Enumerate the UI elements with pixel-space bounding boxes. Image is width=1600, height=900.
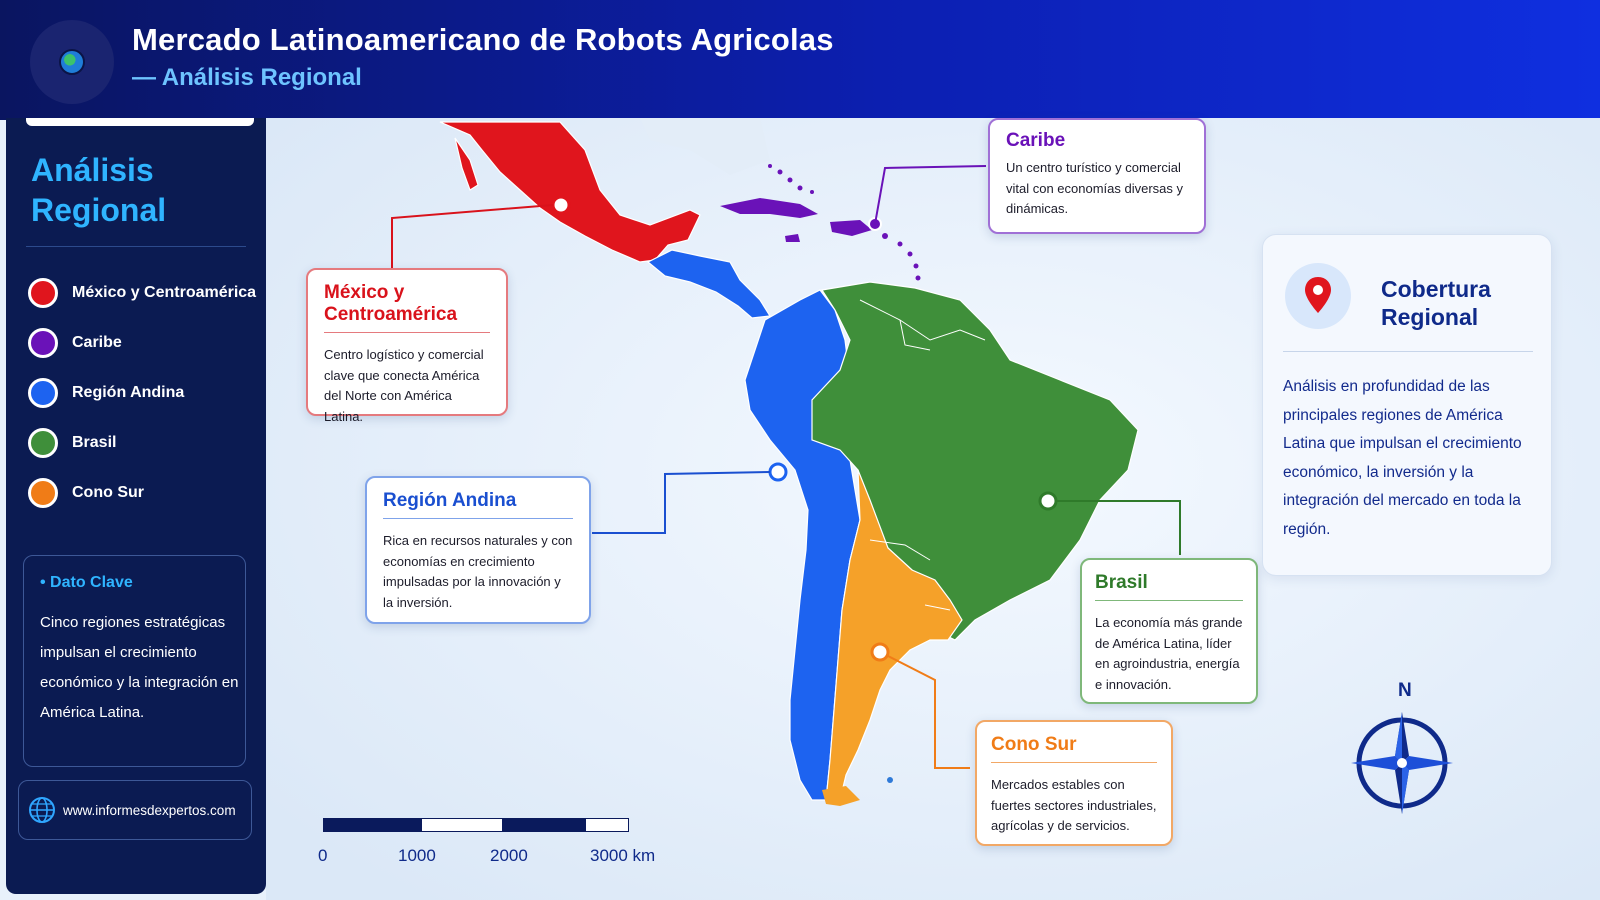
scale-seg-2 bbox=[421, 818, 503, 832]
scale-seg-3 bbox=[503, 818, 585, 832]
website-label: www.informesdexpertos.com bbox=[63, 802, 236, 818]
callout-andina-text: Rica en recursos naturales y con economí… bbox=[383, 533, 573, 610]
dato-clave-title-text: Dato Clave bbox=[50, 574, 133, 591]
brasil-borders bbox=[859, 299, 986, 351]
map-pin-icon bbox=[1285, 263, 1351, 329]
callout-conosur-text: Mercados estables con fuertes sectores i… bbox=[991, 777, 1157, 833]
scale-label-2000: 2000 bbox=[490, 846, 528, 865]
dato-clave-box: • Dato Clave Cinco regiones estratégicas… bbox=[23, 555, 246, 767]
legend-item-caribe[interactable]: Caribe bbox=[28, 318, 256, 368]
leader-brasil bbox=[1056, 500, 1181, 555]
cobertura-rule bbox=[1283, 351, 1533, 352]
marker-mexico[interactable] bbox=[551, 195, 571, 215]
web-globe-icon bbox=[29, 797, 55, 823]
legend-label: México y Centroamérica bbox=[72, 284, 257, 301]
marker-conosur[interactable] bbox=[870, 642, 890, 662]
region-brasil[interactable] bbox=[811, 281, 1139, 641]
legend-dot-andina bbox=[28, 378, 58, 408]
malvinas bbox=[887, 777, 893, 783]
callout-caribe-title: Caribe bbox=[1006, 130, 1066, 151]
sidebar: Análisis Regional México y Centroamérica… bbox=[6, 118, 266, 894]
callout-mexico-text: Centro logístico y comercial clave que c… bbox=[324, 347, 484, 424]
scale-seg-1 bbox=[323, 818, 421, 832]
sidebar-top-tab bbox=[26, 118, 254, 126]
cobertura-card: Cobertura Regional Análisis en profundid… bbox=[1262, 234, 1552, 576]
scale-seg-4 bbox=[585, 818, 629, 832]
legend-label: Región Andina bbox=[72, 384, 185, 401]
callout-mexico-title: México y Centroamérica bbox=[324, 282, 458, 325]
callout-mexico: México y Centroamérica Centro logístico … bbox=[306, 268, 508, 424]
conosur-borders bbox=[869, 539, 951, 611]
region-central-america[interactable] bbox=[646, 249, 772, 319]
callout-mexico-rule bbox=[324, 332, 490, 333]
leader-andina bbox=[592, 471, 771, 534]
region-tierra-del-fuego[interactable] bbox=[822, 786, 860, 806]
page-subtitle: — Análisis Regional bbox=[132, 64, 362, 91]
legend-item-conosur[interactable]: Cono Sur bbox=[28, 468, 256, 518]
page-title: Mercado Latinoamericano de Robots Agrico… bbox=[132, 22, 834, 57]
region-caribe[interactable] bbox=[720, 164, 921, 281]
callout-brasil-rule bbox=[1095, 600, 1243, 601]
scale-label-1000: 1000 bbox=[398, 846, 436, 865]
region-conosur[interactable] bbox=[825, 469, 963, 801]
callout-conosur-rule bbox=[991, 762, 1157, 763]
land-ghost bbox=[640, 118, 770, 175]
callout-brasil: Brasil La economía más grande de América… bbox=[1080, 558, 1258, 704]
callout-caribe-text: Un centro turístico y comercial vital co… bbox=[1006, 160, 1184, 216]
leader-conosur bbox=[887, 655, 970, 769]
sidebar-divider bbox=[26, 246, 246, 247]
legend-dot-brasil bbox=[28, 428, 58, 458]
scale-label-0: 0 bbox=[318, 846, 328, 865]
sidebar-title: Análisis Regional bbox=[31, 152, 167, 228]
legend-dot-conosur bbox=[28, 478, 58, 508]
callout-conosur: Cono Sur Mercados estables con fuertes s… bbox=[975, 720, 1173, 846]
legend-label: Cono Sur bbox=[72, 484, 144, 501]
compass-rose-icon bbox=[1351, 712, 1453, 814]
callout-brasil-text: La economía más grande de América Latina… bbox=[1095, 615, 1243, 692]
scale-bar bbox=[323, 818, 629, 832]
compass-north-label: N bbox=[1398, 680, 1412, 701]
marker-brasil[interactable] bbox=[1038, 491, 1058, 511]
legend-item-brasil[interactable]: Brasil bbox=[28, 418, 256, 468]
legend-item-mexico[interactable]: México y Centroamérica bbox=[28, 268, 256, 318]
legend-label: Brasil bbox=[72, 434, 117, 451]
legend-label: Caribe bbox=[72, 334, 122, 351]
callout-andina-title: Región Andina bbox=[383, 490, 517, 511]
region-legend: México y Centroamérica Caribe Región And… bbox=[28, 268, 256, 518]
marker-andina[interactable] bbox=[768, 462, 788, 482]
header-bar: Mercado Latinoamericano de Robots Agrico… bbox=[0, 0, 1600, 120]
legend-item-andina[interactable]: Región Andina bbox=[28, 368, 256, 418]
legend-dot-caribe bbox=[28, 328, 58, 358]
callout-brasil-title: Brasil bbox=[1095, 572, 1148, 593]
callout-andina: Región Andina Rica en recursos naturales… bbox=[365, 476, 591, 624]
leader-caribe bbox=[874, 165, 987, 225]
callout-conosur-title: Cono Sur bbox=[991, 734, 1077, 755]
cobertura-text: Análisis en profundidad de las principal… bbox=[1283, 378, 1522, 538]
dato-clave-text: Cinco regiones estratégicas impulsan el … bbox=[40, 614, 239, 721]
legend-dot-mexico bbox=[28, 278, 58, 308]
leader-mexico bbox=[391, 204, 554, 268]
callout-caribe: Caribe Un centro turístico y comercial v… bbox=[988, 118, 1206, 234]
cobertura-title: Cobertura Regional bbox=[1381, 276, 1491, 330]
website-link[interactable]: www.informesdexpertos.com bbox=[18, 780, 252, 840]
callout-andina-rule bbox=[383, 518, 573, 519]
scale-label-3000: 3000 km bbox=[590, 846, 656, 865]
globe-icon bbox=[30, 20, 114, 104]
dato-clave-title: • Dato Clave bbox=[40, 574, 133, 591]
